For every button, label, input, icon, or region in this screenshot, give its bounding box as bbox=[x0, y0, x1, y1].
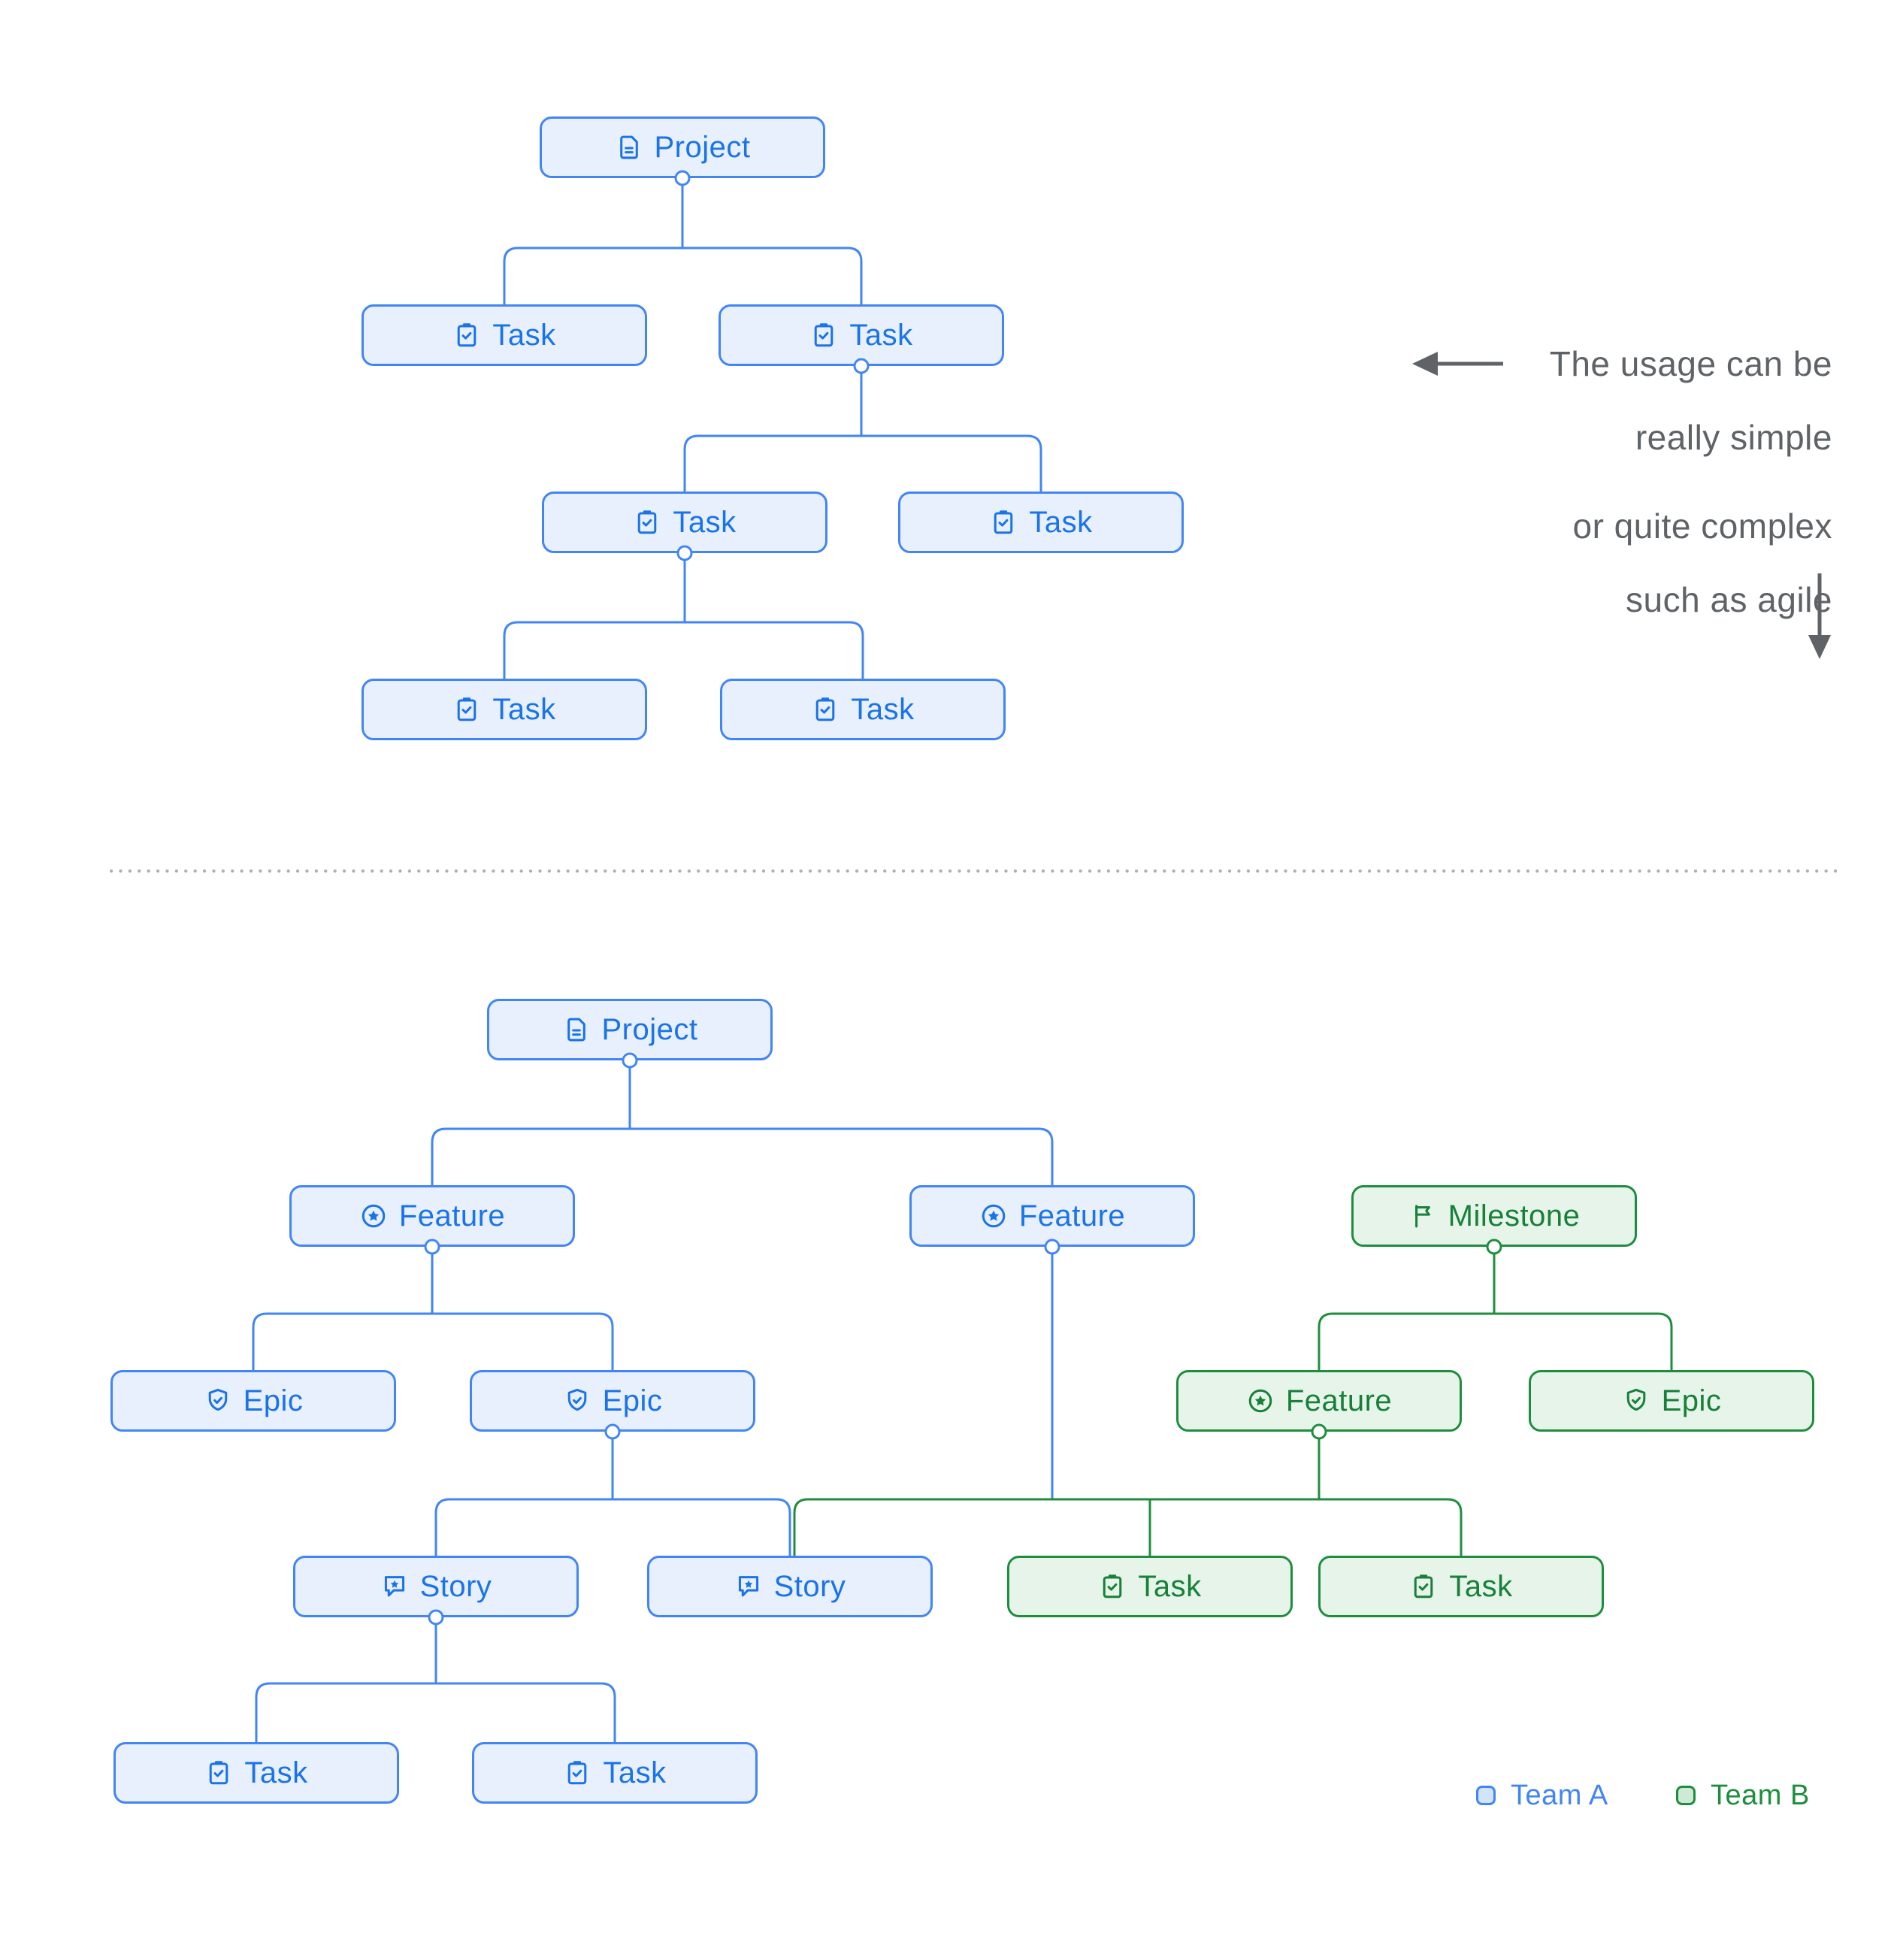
node-task-b: Task bbox=[719, 304, 1004, 366]
annotation-line: such as agile bbox=[1626, 580, 1832, 619]
epic-icon bbox=[563, 1387, 591, 1415]
task-icon bbox=[811, 695, 840, 724]
legend-item-team-b: Team B bbox=[1676, 1780, 1810, 1811]
node-label: Task bbox=[492, 318, 556, 352]
node-feature-2: Feature bbox=[909, 1185, 1195, 1247]
node-label: Task bbox=[851, 692, 915, 726]
task-icon bbox=[633, 508, 661, 537]
epic-icon bbox=[204, 1387, 232, 1415]
legend-item-team-a: Team A bbox=[1476, 1780, 1608, 1811]
legend-label: Team B bbox=[1711, 1779, 1810, 1811]
story-icon bbox=[734, 1572, 763, 1601]
node-project-bottom: Project bbox=[487, 999, 773, 1060]
node-label: Story bbox=[773, 1569, 846, 1603]
task-icon bbox=[452, 321, 481, 349]
node-epic-1: Epic bbox=[110, 1370, 396, 1432]
node-label: Feature bbox=[398, 1199, 506, 1233]
task-icon bbox=[1409, 1572, 1438, 1601]
feature-icon bbox=[1246, 1387, 1275, 1415]
epic-icon bbox=[1622, 1387, 1650, 1415]
node-label: Task bbox=[244, 1756, 308, 1789]
feature-icon bbox=[979, 1202, 1008, 1230]
story-icon bbox=[380, 1572, 409, 1601]
node-task-bottom-1: Task bbox=[113, 1742, 399, 1804]
node-label: Epic bbox=[1661, 1384, 1722, 1417]
node-task-a: Task bbox=[362, 304, 647, 366]
node-label: Task bbox=[1449, 1569, 1513, 1603]
task-icon bbox=[204, 1759, 233, 1787]
node-task-green-1: Task bbox=[1007, 1556, 1293, 1617]
node-task-green-2: Task bbox=[1318, 1556, 1604, 1617]
node-label: Feature bbox=[1285, 1384, 1393, 1417]
document-icon bbox=[562, 1015, 591, 1044]
node-feature-green: Feature bbox=[1176, 1370, 1462, 1432]
node-story-1: Story bbox=[293, 1556, 579, 1617]
team-a-swatch bbox=[1476, 1786, 1496, 1805]
node-label: Task bbox=[603, 1756, 667, 1789]
node-task-bottom-2: Task bbox=[472, 1742, 758, 1804]
node-story-2: Story bbox=[647, 1556, 933, 1617]
node-label: Project bbox=[601, 1012, 698, 1046]
document-icon bbox=[615, 133, 643, 162]
task-icon bbox=[563, 1759, 591, 1787]
node-label: Feature bbox=[1018, 1199, 1126, 1233]
task-icon bbox=[809, 321, 838, 349]
node-project-top: Project bbox=[540, 116, 825, 178]
node-task-f: Task bbox=[720, 679, 1006, 740]
node-task-e: Task bbox=[362, 679, 647, 740]
annotation-line: The usage can be bbox=[1549, 344, 1832, 383]
annotation-text: The usage can be really simple or quite … bbox=[1550, 327, 1832, 637]
node-label: Story bbox=[419, 1569, 492, 1603]
annotation-line: really simple bbox=[1635, 418, 1832, 457]
node-feature-1: Feature bbox=[289, 1185, 575, 1247]
node-label: Task bbox=[492, 692, 556, 726]
node-epic-green: Epic bbox=[1529, 1370, 1814, 1432]
node-label: Task bbox=[1029, 505, 1093, 539]
node-label: Project bbox=[654, 130, 751, 164]
task-icon bbox=[989, 508, 1018, 537]
annotation-line: or quite complex bbox=[1572, 507, 1832, 546]
milestone-icon bbox=[1408, 1202, 1437, 1230]
node-label: Task bbox=[849, 318, 913, 352]
task-icon bbox=[452, 695, 481, 724]
node-task-d: Task bbox=[898, 492, 1184, 553]
node-label: Epic bbox=[602, 1384, 663, 1417]
node-label: Epic bbox=[243, 1384, 304, 1417]
feature-icon bbox=[359, 1202, 388, 1230]
task-icon bbox=[1098, 1572, 1127, 1601]
node-milestone: Milestone bbox=[1351, 1185, 1637, 1247]
node-epic-2: Epic bbox=[470, 1370, 755, 1432]
node-label: Task bbox=[673, 505, 737, 539]
legend-label: Team A bbox=[1511, 1779, 1608, 1811]
node-label: Task bbox=[1138, 1569, 1202, 1603]
team-b-swatch bbox=[1676, 1786, 1696, 1805]
node-task-c: Task bbox=[542, 492, 827, 553]
node-label: Milestone bbox=[1448, 1199, 1581, 1233]
